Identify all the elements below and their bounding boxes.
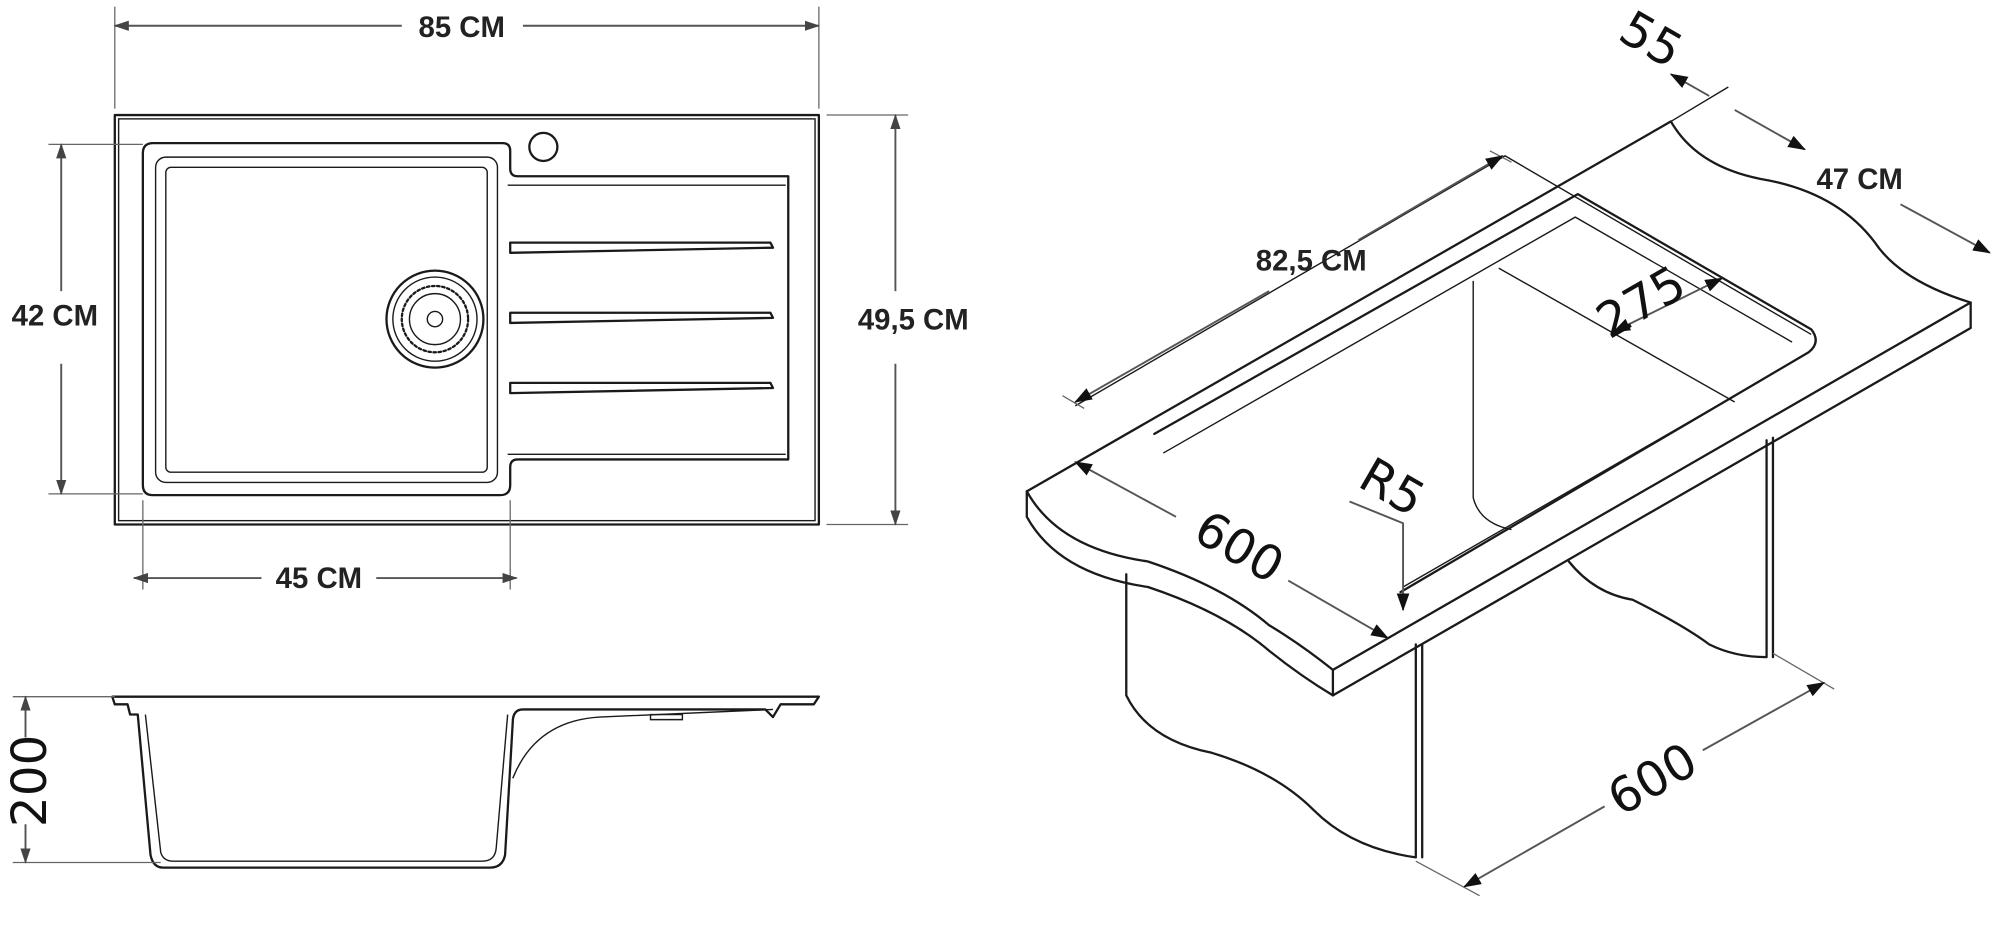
- tap-hole: [528, 131, 559, 163]
- bowl-outline: [141, 141, 790, 497]
- countertop: [1025, 120, 1972, 672]
- length-dimension-label: 82,5 CM: [1256, 245, 1367, 278]
- total-depth-dimension-label: 49,5 CM: [858, 303, 969, 336]
- drainboard-ribs: [509, 241, 775, 395]
- counter-depth-dimension-label: 600: [1185, 500, 1293, 595]
- sink-outline: [113, 113, 821, 526]
- side-depth-dimension-label: 200: [2, 735, 58, 827]
- rim-dimension-label: 55: [1610, 0, 1691, 79]
- bowl-height-dimension-label: 42 CM: [12, 300, 98, 333]
- width-dimension-label: 85 CM: [419, 11, 505, 44]
- radius-label: R5: [1350, 447, 1434, 528]
- sink-rim: [1153, 192, 1817, 594]
- top-view: 85 CM 42 CM 49,5 CM 45 CM: [12, 6, 969, 595]
- side-view: 200: [2, 697, 821, 868]
- bowl-width-dimension-label: 45 CM: [276, 562, 362, 595]
- cabinet-left: [1125, 573, 1417, 859]
- drain-strainer-icon: [385, 269, 485, 369]
- depth-dimension-label: 47 CM: [1816, 163, 1902, 196]
- bowl-inner: [154, 156, 499, 484]
- bowl-dimension-label: 275: [1587, 255, 1695, 350]
- isometric-view: 82,5 CM 55 47 CM 275 R5 600 600: [1025, 0, 1991, 895]
- cabinet-width-dimension-label: 600: [1599, 732, 1707, 827]
